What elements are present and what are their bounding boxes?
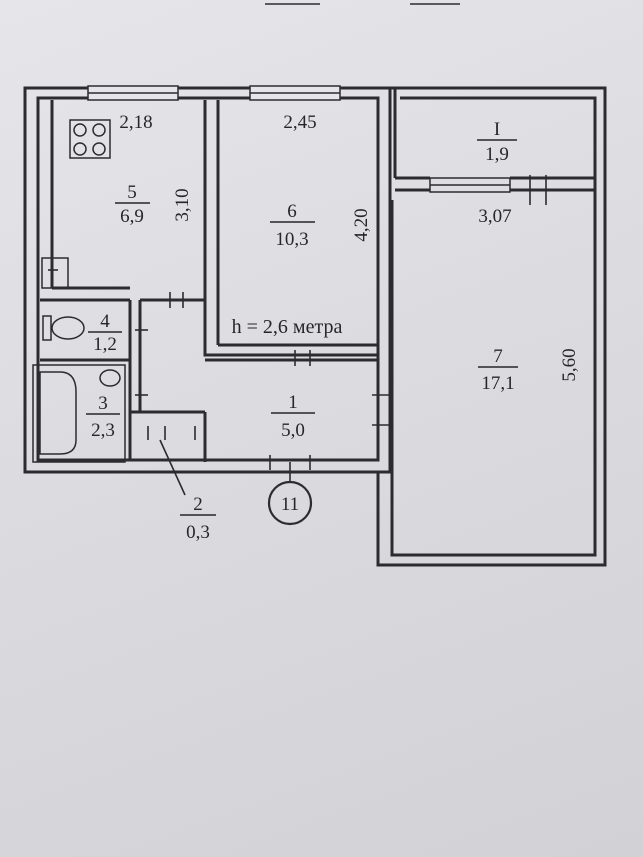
room-number: 2 [193,494,203,515]
room-number: 3 [98,393,108,414]
interior-walls [40,100,380,462]
room-label-closet: 2 0,3 [159,439,216,543]
entrance-number: 11 [281,494,299,515]
dimension-top: 3,07 [478,206,511,227]
room-label-kitchen: 5 6,9 2,18 3,10 [115,112,193,227]
room-number: 6 [287,201,297,222]
room-label-7: 7 17,1 3,07 5,60 [478,206,580,394]
ceiling-height-note: h = 2,6 метра [232,316,343,338]
room-label-hall: 1 5,0 [271,392,315,441]
room-area: 2,3 [91,420,115,441]
room-area: 5,0 [281,420,305,441]
entrance-marker: 11 [267,462,313,526]
windows [87,85,511,193]
sink-icon [41,257,69,289]
room-label-6: 6 10,3 2,45 4,20 [270,112,372,250]
room-number: 1 [288,392,298,413]
room-label-toilet: 4 1,2 [88,311,122,355]
room-number: 5 [127,182,137,203]
closet-leader-line [159,439,186,496]
room-label-balcony: I 1,9 [477,119,517,165]
toilet-icon [42,315,85,341]
balcony-outline [393,88,595,205]
dimension-side: 4,20 [351,208,372,241]
room-area: 17,1 [481,373,514,394]
room-area: 10,3 [275,229,308,250]
room-number: 4 [100,311,110,332]
dimension-top: 2,18 [119,112,152,133]
bathtub-icon [32,364,126,463]
dimension-top: 2,45 [283,112,316,133]
dimension-side: 3,10 [172,188,193,221]
room-area: 6,9 [120,206,144,227]
room-area: 1,2 [93,334,117,355]
room-area: 1,9 [485,144,509,165]
stove-icon [69,119,111,159]
dimension-side: 5,60 [559,348,580,381]
room-number: 7 [493,346,503,367]
room-label-bathroom: 3 2,3 [86,393,120,441]
room-number: I [494,119,500,140]
door-marks [135,292,390,470]
room-area: 0,3 [186,522,210,543]
